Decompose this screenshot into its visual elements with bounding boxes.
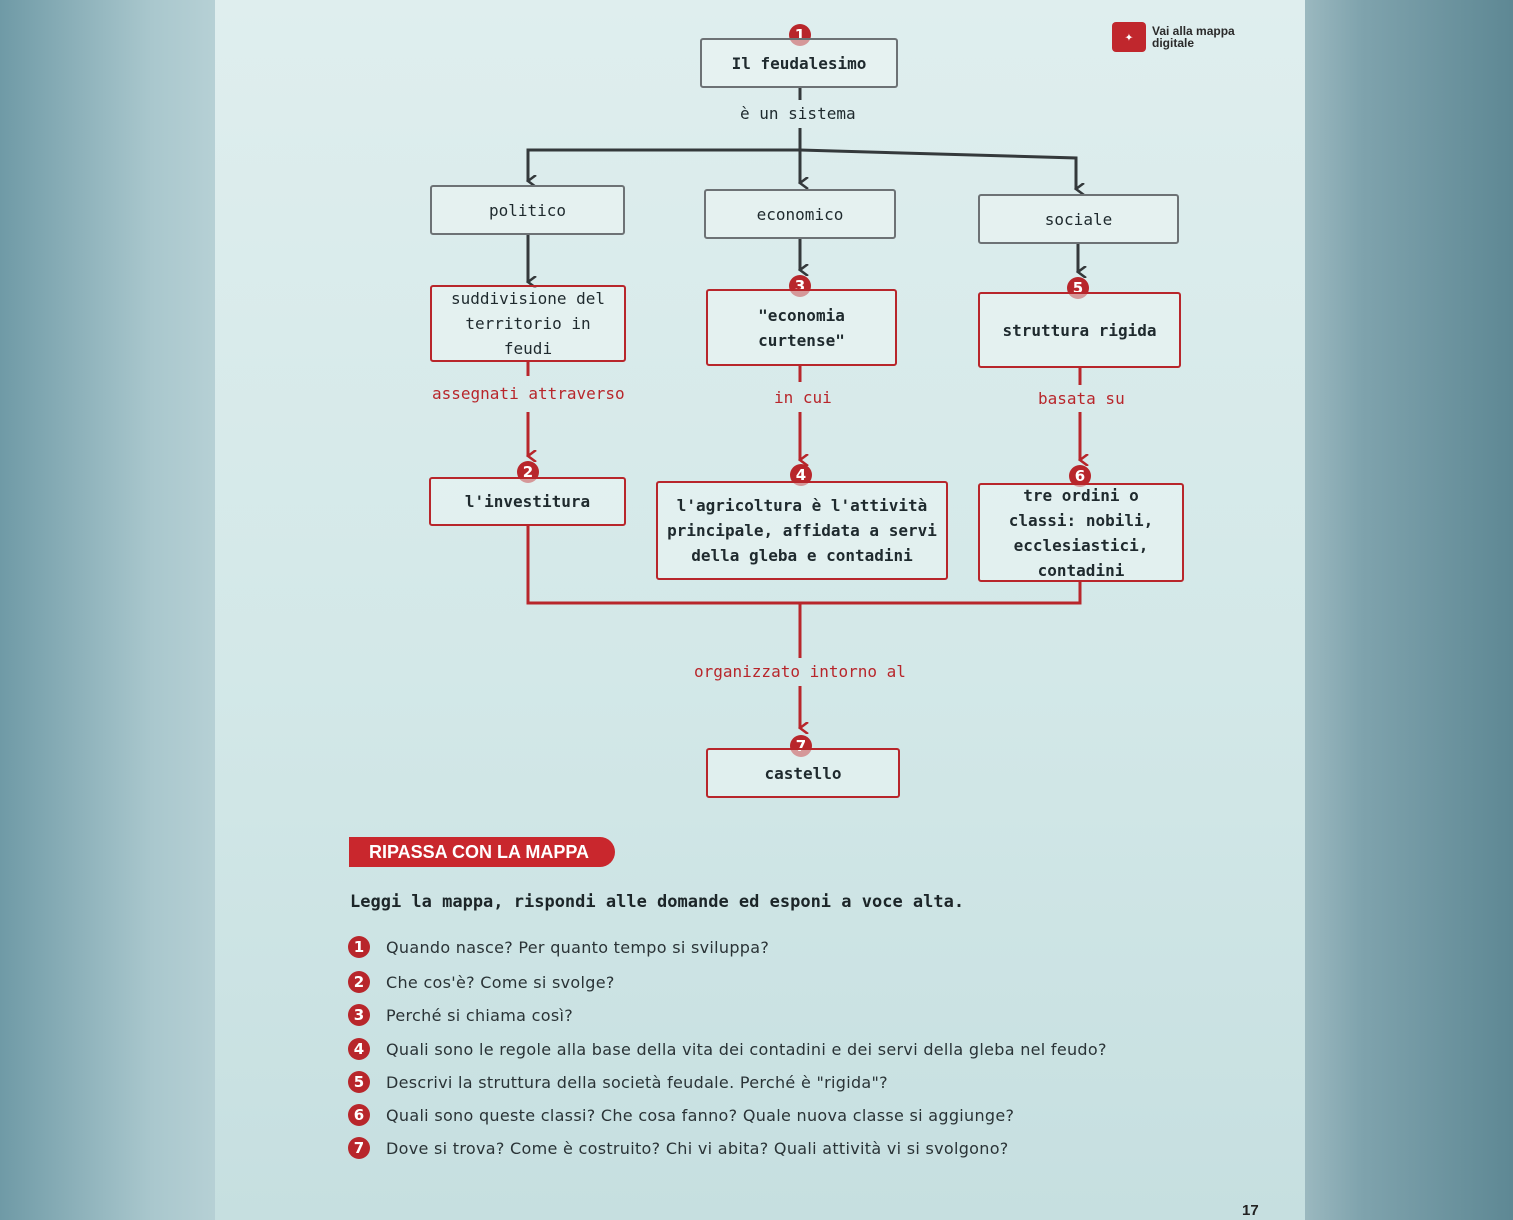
question-item: 6 Quali sono queste classi? Che cosa fan…	[348, 1102, 1014, 1128]
final-link-label: organizzato intorno al	[694, 662, 906, 681]
branch-sociale-box: sociale	[978, 194, 1179, 244]
question-item: 5 Descrivi la struttura della società fe…	[348, 1069, 888, 1095]
digital-map-link[interactable]: ✦ Vai alla mappa digitale	[1112, 22, 1247, 52]
digital-map-label: Vai alla mappa digitale	[1152, 24, 1235, 50]
politico-step1-box: suddivisione del territorio in feudi	[430, 285, 626, 362]
question-text: Perché si chiama così?	[386, 1005, 574, 1025]
question-text: Quali sono queste classi? Che cosa fanno…	[386, 1105, 1015, 1125]
sociale-step2-box: tre ordini o classi: nobili, ecclesiasti…	[978, 483, 1184, 582]
review-section-title: RIPASSA CON LA MAPPA	[349, 837, 615, 867]
question-text: Descrivi la struttura della società feud…	[386, 1072, 888, 1092]
step-number-4: 4	[790, 464, 812, 486]
question-text: Quando nasce? Per quanto tempo si svilup…	[386, 937, 770, 957]
question-text: Quali sono le regole alla base della vit…	[386, 1039, 1107, 1059]
review-instruction: Leggi la mappa, rispondi alle domande ed…	[350, 892, 965, 912]
question-text: Che cos'è? Come si svolge?	[386, 972, 615, 992]
question-item: 3 Perché si chiama così?	[348, 1002, 573, 1028]
sociale-step1-box: struttura rigida	[978, 292, 1181, 368]
question-number: 5	[348, 1071, 370, 1093]
root-link-label: è un sistema	[740, 104, 856, 123]
question-number: 4	[348, 1038, 370, 1060]
page-number: 17	[1242, 1202, 1259, 1219]
question-number: 2	[348, 971, 370, 993]
branch-politico-box: politico	[430, 185, 625, 235]
map-cursor-icon: ✦	[1112, 22, 1146, 52]
politico-step2-box: l'investitura	[429, 477, 626, 526]
economico-link-label: in cui	[774, 388, 832, 407]
economico-step2-box: l'agricoltura è l'attività principale, a…	[656, 481, 948, 580]
branch-economico-box: economico	[704, 189, 896, 239]
root-concept-box: Il feudalesimo	[700, 38, 898, 88]
final-concept-box: castello	[706, 748, 900, 798]
politico-link-label: assegnati attraverso	[432, 384, 625, 403]
question-item: 4 Quali sono le regole alla base della v…	[348, 1036, 1107, 1062]
question-item: 1 Quando nasce? Per quanto tempo si svil…	[348, 934, 769, 960]
sociale-link-label: basata su	[1038, 389, 1125, 408]
question-number: 6	[348, 1104, 370, 1126]
economico-step1-box: "economia curtense"	[706, 289, 897, 366]
step-number-6: 6	[1069, 465, 1091, 487]
question-item: 7 Dove si trova? Come è costruito? Chi v…	[348, 1135, 1009, 1161]
question-item: 2 Che cos'è? Come si svolge?	[348, 969, 615, 995]
question-number: 3	[348, 1004, 370, 1026]
question-number: 7	[348, 1137, 370, 1159]
question-number: 1	[348, 936, 370, 958]
question-text: Dove si trova? Come è costruito? Chi vi …	[386, 1138, 1009, 1158]
